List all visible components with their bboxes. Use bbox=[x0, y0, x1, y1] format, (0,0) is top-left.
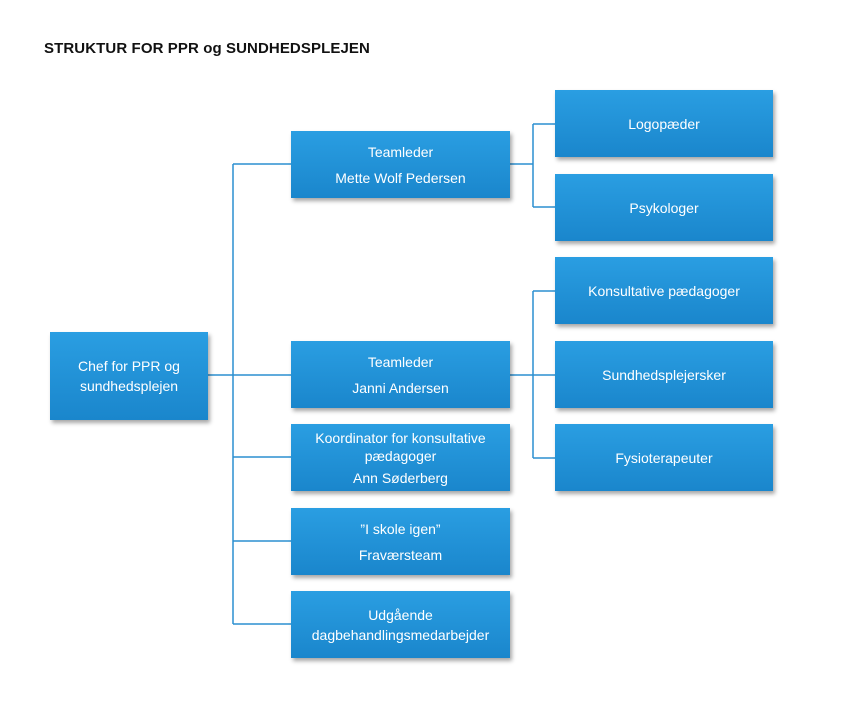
node-line3: Ann Søderberg bbox=[353, 469, 448, 486]
fysioterapeuter-node: Fysioterapeuter bbox=[555, 424, 773, 491]
sundhedsplejersker-node: Sundhedsplejersker bbox=[555, 341, 773, 408]
koordinator-node: Koordinator for konsultative pædagoger A… bbox=[291, 424, 510, 491]
node-label: Psykologer bbox=[629, 199, 699, 216]
page-title: STRUKTUR FOR PPR og SUNDHEDSPLEJEN bbox=[44, 40, 370, 57]
node-label: Sundhedsplejersker bbox=[602, 366, 726, 383]
node-label: Logopæder bbox=[628, 115, 700, 132]
node-line1: Udgående bbox=[368, 606, 433, 623]
node-line2: pædagoger bbox=[364, 447, 437, 464]
node-line2: Janni Andersen bbox=[352, 379, 449, 396]
konsultative-paedagoger-node: Konsultative pædagoger bbox=[555, 257, 773, 324]
node-line1: ”I skole igen” bbox=[360, 520, 441, 537]
node-line2: Fraværsteam bbox=[358, 546, 443, 563]
node-line1: Koordinator for konsultative bbox=[315, 429, 486, 446]
root-node-line2: sundhedsplejen bbox=[79, 378, 179, 394]
psykologer-node: Psykologer bbox=[555, 174, 773, 241]
node-label: Konsultative pædagoger bbox=[588, 282, 740, 299]
root-node: Chef for PPR og sundhedsplejen bbox=[50, 332, 208, 420]
fravaersteam-node: ”I skole igen” Fraværsteam bbox=[291, 508, 510, 575]
node-line1: Teamleder bbox=[367, 353, 434, 370]
dagbehandling-node: Udgående dagbehandlingsmedarbejder bbox=[291, 591, 510, 658]
teamleder-mette-node: Teamleder Mette Wolf Pedersen bbox=[291, 131, 510, 198]
logopaeder-node: Logopæder bbox=[555, 90, 773, 157]
node-line2: Mette Wolf Pedersen bbox=[335, 169, 466, 186]
node-line1: Teamleder bbox=[367, 143, 434, 160]
node-label: Fysioterapeuter bbox=[615, 449, 713, 466]
root-node-line1: Chef for PPR og bbox=[78, 358, 180, 374]
node-line2: dagbehandlingsmedarbejder bbox=[311, 626, 490, 643]
teamleder-janni-node: Teamleder Janni Andersen bbox=[291, 341, 510, 408]
